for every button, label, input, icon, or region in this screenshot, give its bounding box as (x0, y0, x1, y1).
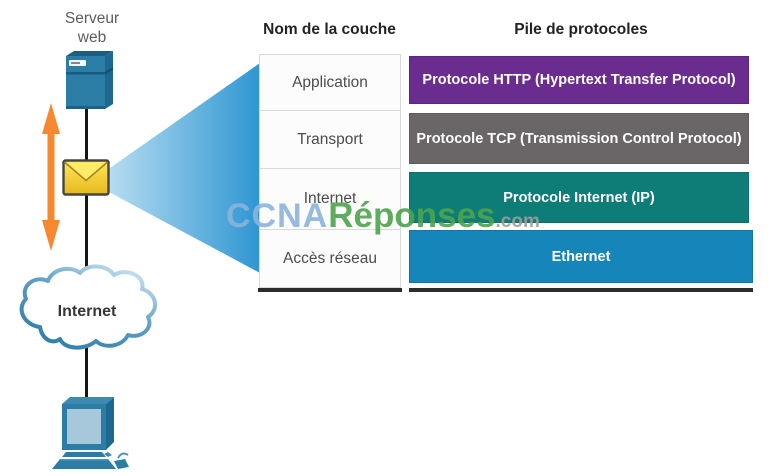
protocol-box-ip: Protocole Internet (IP) (409, 172, 749, 223)
protocol-box-http: Protocole HTTP (Hypertext Transfer Proto… (409, 56, 749, 104)
watermark-dotcom: .com (495, 211, 540, 232)
network-link-line (85, 108, 88, 405)
watermark: CCNARéponses.com (226, 198, 540, 233)
layer-cell-internet: Internet (259, 168, 401, 230)
desktop-computer-icon (52, 397, 129, 469)
cloud-label: Internet (57, 303, 117, 320)
table-bottom-border-right (409, 288, 753, 292)
table-bottom-border-left (258, 288, 402, 292)
cloud-icon (19, 264, 158, 350)
watermark-reponses: Réponses (328, 196, 496, 235)
up-down-arrow-icon (42, 103, 60, 251)
protocol-column-header: Pile de protocoles (514, 21, 648, 38)
watermark-ccna: CCNA (226, 197, 329, 235)
protocol-box-tcp: Protocole TCP (Transmission Control Prot… (409, 113, 749, 164)
layer-cell-transport: Transport (259, 110, 401, 169)
layer-cell-application: Application (259, 54, 401, 111)
server-icon (66, 51, 113, 109)
magnify-beam (107, 63, 260, 273)
server-label: Serveur web (64, 10, 120, 47)
layer-cell-acces-reseau: Accès réseau (259, 229, 401, 288)
layer-column-header: Nom de la couche (263, 21, 396, 38)
protocol-box-ethernet: Ethernet (409, 230, 753, 283)
envelope-icon (62, 159, 110, 196)
